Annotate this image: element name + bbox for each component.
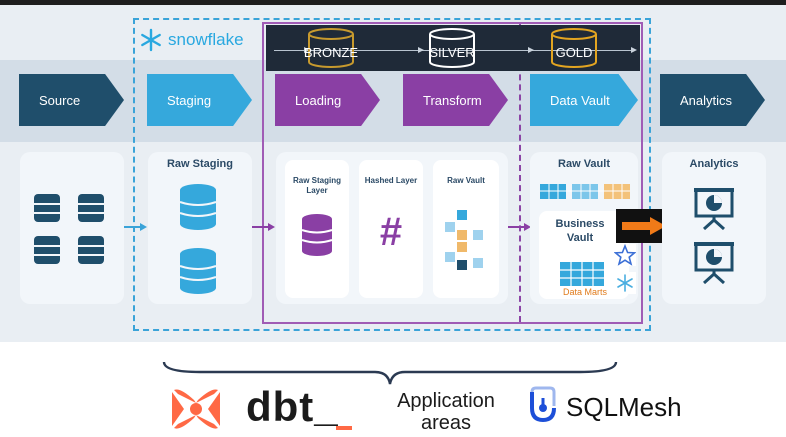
business-vault-title: Business Vault: [555, 218, 605, 244]
dbt-wordmark: dbt_: [246, 382, 339, 432]
source-databases-icon: [34, 194, 104, 264]
flow-arrow-staging-loading: [252, 223, 275, 231]
snowflake-logo: snowflake: [139, 28, 249, 52]
snowflake-wordmark: snowflake: [168, 30, 244, 49]
stage-data-vault: Data Vault: [530, 74, 638, 126]
snowflake-boundary: [133, 18, 651, 331]
snowflake-icon: [141, 28, 161, 52]
data-marts-label: Data Marts: [562, 287, 607, 297]
vault-model-icon: [445, 210, 483, 270]
raw-staging-layer-label: Raw Staging Layer: [292, 176, 341, 195]
source-panel: [20, 152, 124, 304]
stage-loading: Loading: [275, 74, 380, 126]
medallion-bar: [266, 25, 640, 71]
application-areas-brace: [162, 361, 618, 385]
presentation-chart-icon: [694, 242, 734, 284]
bronze-cylinder-icon: [308, 28, 354, 68]
raw-staging-title: Raw Staging: [166, 158, 233, 170]
stage-band: [0, 60, 786, 142]
hash-icon: #: [379, 210, 403, 254]
medallion-arrow-line: [274, 50, 634, 51]
flow-arrow-source-staging: [124, 223, 147, 231]
raw-vault-layer-card: [433, 160, 499, 298]
silver-cylinder-icon: [429, 28, 475, 68]
gold-label: GOLD: [555, 45, 593, 60]
application-areas-label: Application areas: [397, 390, 495, 434]
snowflake-small-icon: [614, 272, 636, 294]
raw-vault-title: Raw Vault: [558, 158, 610, 170]
stage-staging: Staging: [147, 74, 252, 126]
analytics-title: Analytics: [689, 158, 739, 170]
stage-analytics: Analytics: [660, 74, 765, 126]
sqlmesh-logo-icon: [530, 386, 556, 423]
raw-staging-layer-db-icon: [301, 214, 333, 256]
silver-label: SILVER: [429, 45, 475, 60]
stage-source: Source: [19, 74, 124, 126]
flow-arrow-transform-vault: [508, 223, 531, 231]
hashed-layer-card: [359, 160, 423, 298]
hashed-layer-label: Hashed Layer: [364, 176, 418, 185]
raw-vault-layer-label: Raw Vault: [447, 176, 485, 185]
dbt-underscore-accent: [336, 426, 352, 430]
top-bar: [0, 0, 786, 5]
raw-staging-db-icon: [179, 184, 217, 294]
dbt-wordmark-text: dbt_: [246, 383, 339, 430]
presentation-chart-icon: [694, 188, 734, 230]
analytics-panel: [662, 152, 766, 304]
bronze-label: BRONZE: [303, 45, 359, 60]
raw-vault-tables-icon: [540, 184, 630, 199]
orange-arrow-icon: [622, 217, 666, 235]
dbt-scope-frame: [262, 22, 643, 324]
stage-transform: Transform: [403, 74, 508, 126]
gold-cylinder-icon: [551, 28, 597, 68]
vault-divider: [519, 24, 523, 322]
data-marts-table-icon: [560, 262, 604, 286]
star-icon: [614, 244, 636, 266]
dbt-logo-icon: [172, 389, 220, 429]
medallion-arrow-heads: [304, 47, 637, 53]
sqlmesh-wordmark: SQLMesh: [566, 392, 682, 422]
